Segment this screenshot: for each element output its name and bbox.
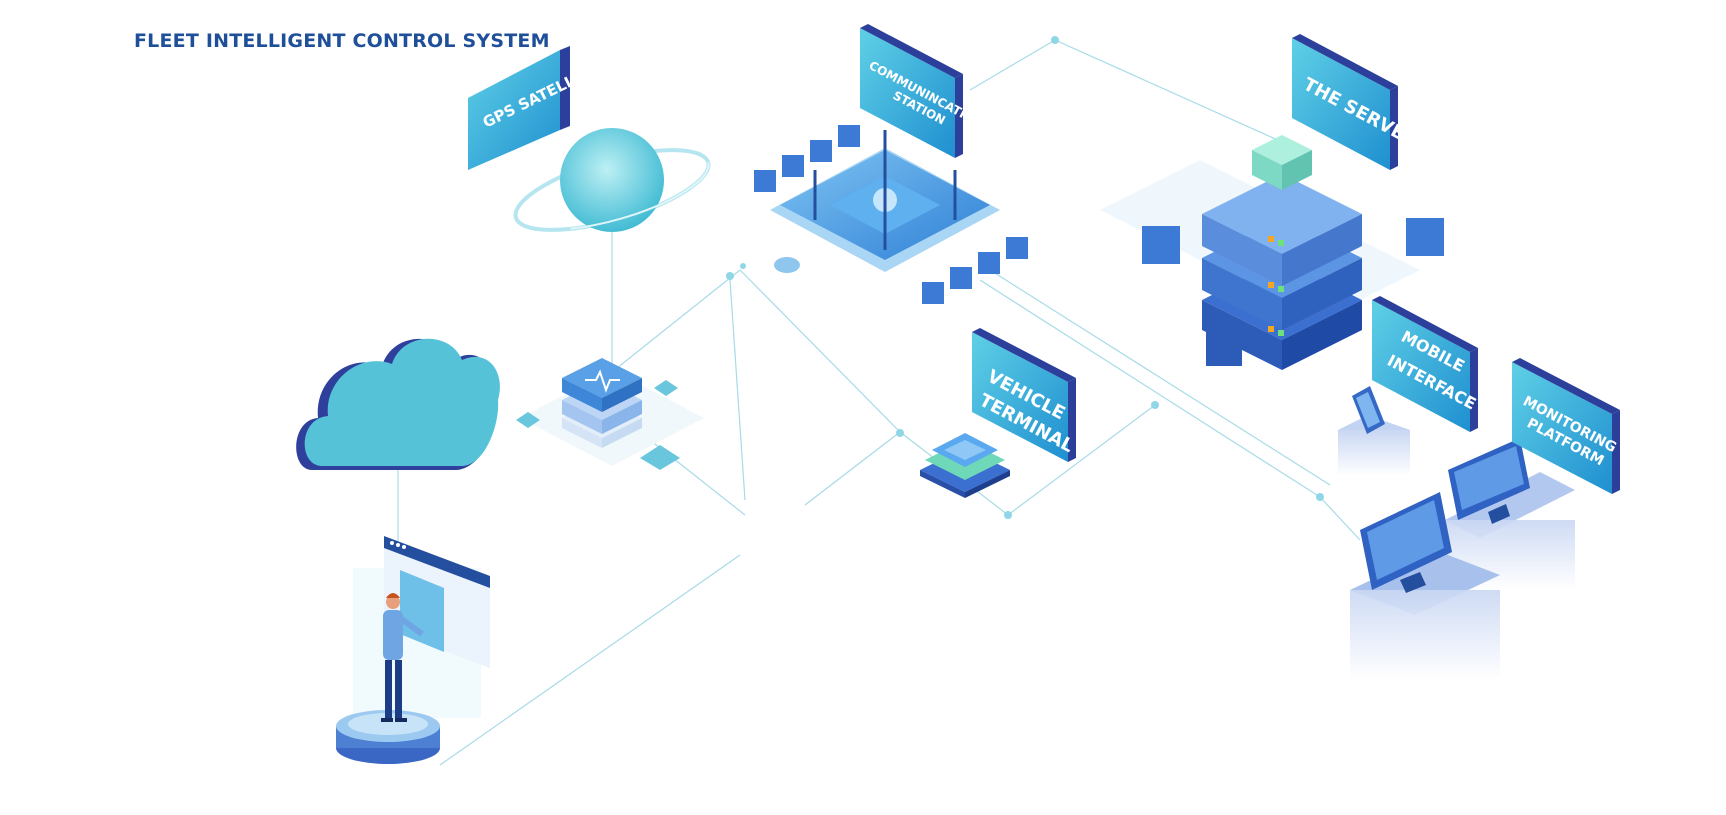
gps-satellite-sign xyxy=(468,50,560,170)
line-server-to-mobile-2 xyxy=(989,269,1331,486)
server-sign xyxy=(1292,38,1390,170)
line-node-to-junction xyxy=(1007,404,1156,516)
cloud-icon xyxy=(296,338,500,470)
pyramid-icon xyxy=(640,445,680,470)
block-icon xyxy=(1006,237,1028,259)
line-station-to-vehicle xyxy=(739,269,901,433)
station-blocks xyxy=(754,125,1028,304)
line-station-to-server xyxy=(969,39,1056,91)
pulse-icon xyxy=(585,369,620,393)
line-top-junction xyxy=(1054,39,1301,151)
status-light-icon xyxy=(1268,236,1274,242)
line-router-to-station xyxy=(611,269,741,373)
data-router xyxy=(516,358,704,470)
node-dot xyxy=(740,263,746,269)
globe-icon xyxy=(560,128,664,232)
status-light-icon xyxy=(1278,240,1284,246)
block-icon xyxy=(1142,226,1180,264)
node-dot xyxy=(1004,511,1012,519)
monitoring-platform: MONITORING PLATFORM xyxy=(1350,358,1620,680)
vehicle-terminal-sign xyxy=(972,332,1068,462)
block-icon xyxy=(1206,330,1242,366)
block-icon xyxy=(1406,218,1444,256)
mobile-interface-sign xyxy=(1372,300,1470,432)
pyramid-icon xyxy=(654,380,678,396)
node-dot xyxy=(1151,401,1159,409)
line-mobile-to-monitor xyxy=(1319,496,1361,541)
status-light-icon xyxy=(1268,282,1274,288)
server-rack: THE SERVER xyxy=(1100,34,1444,370)
line-station-diag-2 xyxy=(729,279,746,501)
connector-lines xyxy=(397,39,1361,766)
communication-station: COMMUNINCATION STATION xyxy=(754,24,1028,304)
node-dot xyxy=(726,272,734,280)
connector-nodes xyxy=(726,36,1324,519)
block-icon xyxy=(978,252,1000,274)
monitoring-platform-sign xyxy=(1512,362,1612,494)
communication-station-sign xyxy=(860,28,955,158)
block-icon xyxy=(754,170,776,192)
node-dot xyxy=(1051,36,1059,44)
vehicle-terminal: VEHICLE TERMINAL xyxy=(920,328,1077,498)
page-title: FLEET INTELLIGENT CONTROL SYSTEM xyxy=(134,30,550,52)
status-light-icon xyxy=(1278,286,1284,292)
line-vehicle-mid xyxy=(804,431,901,506)
status-light-icon xyxy=(1278,330,1284,336)
block-icon xyxy=(838,125,860,147)
node-dot xyxy=(1316,493,1324,501)
gps-satellite: GPS SATELLITE xyxy=(468,46,711,232)
person-icon xyxy=(381,593,424,722)
user-workstation xyxy=(336,536,490,764)
pyramid-icon xyxy=(516,412,540,428)
block-icon xyxy=(950,267,972,289)
block-icon xyxy=(810,140,832,162)
block-icon xyxy=(782,155,804,177)
line-user-to-router xyxy=(439,554,741,766)
node-dot xyxy=(896,429,904,437)
status-light-icon xyxy=(1268,326,1274,332)
line-server-to-mobile xyxy=(979,279,1321,498)
block-icon xyxy=(922,282,944,304)
